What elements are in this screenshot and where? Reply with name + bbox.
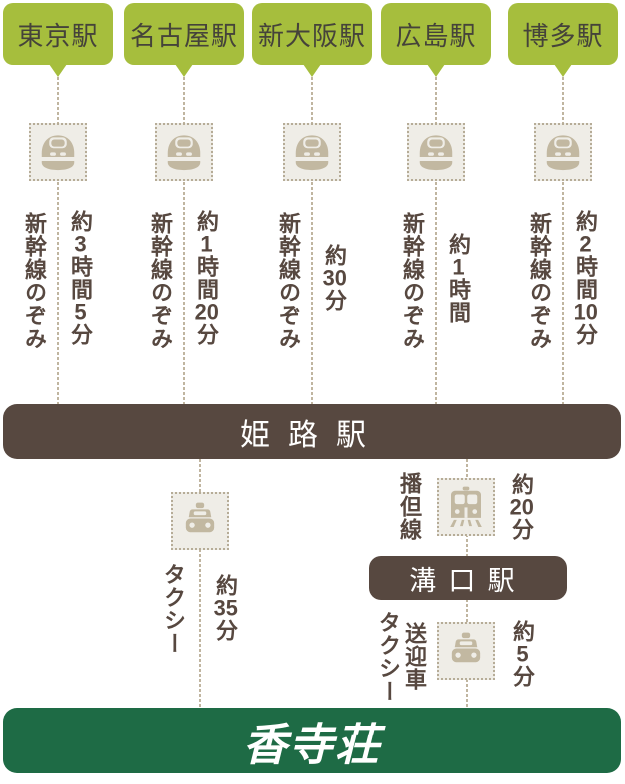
mizoguchi-station-label: 溝口駅: [409, 565, 527, 596]
route-connector-line: [199, 459, 201, 708]
shinkansen-front-icon: [167, 135, 201, 171]
bubble-tail: [175, 64, 193, 77]
origin-station-bubble: 広島駅: [381, 3, 491, 77]
destination-logo: 香寺荘: [243, 719, 381, 771]
taxi-icon-box: [171, 492, 229, 550]
bubble-tail: [554, 64, 572, 77]
duration-label: 約1時間20分: [194, 210, 219, 346]
local-train-front-icon: [450, 486, 482, 527]
origin-station-bubble: 新大阪駅: [252, 3, 372, 77]
taxi-icon-box: [437, 622, 495, 680]
mizoguchi-station-bar: 溝口駅: [369, 556, 567, 600]
destination-bar: 香寺荘: [3, 708, 621, 773]
origin-station-label: 新大阪駅: [257, 20, 366, 51]
transport-label: 新幹線のぞみ: [148, 212, 173, 350]
taxi-front-icon: [451, 632, 481, 663]
shinkansen-front-icon: [546, 135, 580, 171]
duration-label: 約2時間10分: [573, 210, 598, 346]
shinkansen-icon-box: [155, 123, 213, 181]
transport-label: 新幹線のぞみ: [527, 212, 552, 350]
shinkansen-front-icon: [419, 135, 453, 171]
taxi-front-icon: [185, 502, 215, 533]
origin-station-bubble: 名古屋駅: [124, 3, 244, 77]
origin-station-label: 名古屋駅: [129, 20, 238, 51]
transport-label: 新幹線のぞみ: [400, 212, 425, 350]
bubble-tail: [427, 64, 445, 77]
transport-label: 新幹線のぞみ: [276, 212, 301, 350]
duration-label: 約20分: [509, 473, 534, 541]
origin-station-label: 博多駅: [522, 20, 604, 51]
route-connector-line: [57, 77, 59, 405]
duration-label: 約5分: [510, 620, 535, 688]
route-connector-line: [562, 77, 564, 405]
duration-label: 約35分: [213, 574, 238, 642]
transport-label: タクシー: [376, 611, 401, 703]
origin-station-bubble: 東京駅: [3, 3, 113, 77]
transport-label: 新幹線のぞみ: [22, 212, 47, 350]
local-train-icon-box: [437, 478, 495, 536]
shinkansen-icon-box: [407, 123, 465, 181]
shinkansen-front-icon: [41, 135, 75, 171]
hub-station-label: 姫路駅: [240, 418, 384, 452]
route-connector-line: [435, 77, 437, 405]
shinkansen-icon-box: [534, 123, 592, 181]
shinkansen-front-icon: [295, 135, 329, 171]
duration-label: 約3時間5分: [68, 210, 93, 346]
line-name-label: 播但線: [397, 472, 422, 541]
bubble-tail: [49, 64, 67, 77]
duration-label: 約30分: [322, 244, 347, 312]
shinkansen-icon-box: [29, 123, 87, 181]
route-connector-line: [311, 77, 313, 405]
route-connector-line: [183, 77, 185, 405]
origin-station-bubble: 博多駅: [508, 3, 618, 77]
origin-station-label: 東京駅: [17, 20, 99, 51]
transport-label: タクシー: [161, 563, 186, 655]
origin-station-label: 広島駅: [395, 20, 477, 51]
transport-label: 送迎車: [402, 622, 427, 691]
bubble-tail: [303, 64, 321, 77]
hub-station-bar: 姫路駅: [3, 404, 621, 459]
shinkansen-icon-box: [283, 123, 341, 181]
duration-label: 約1時間: [446, 233, 471, 324]
